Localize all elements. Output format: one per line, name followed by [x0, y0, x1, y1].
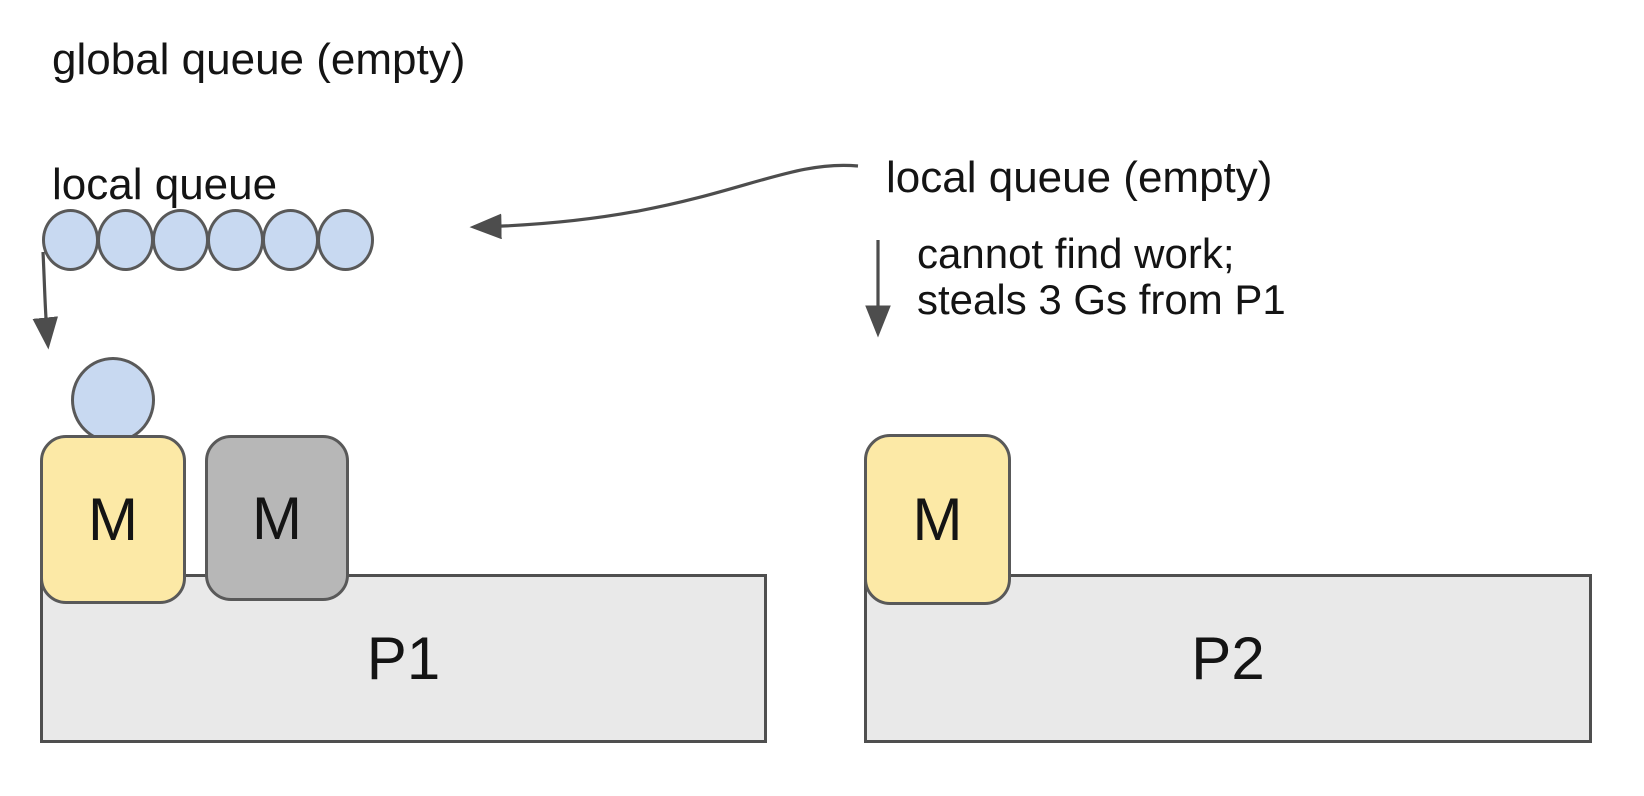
p1-local-queue-goroutines — [42, 209, 374, 271]
processor-p2: P2 — [864, 574, 1592, 743]
steal-annotation-line1: cannot find work; — [917, 230, 1235, 277]
goroutine-circle — [317, 209, 374, 271]
p2-machine-1: M — [864, 434, 1011, 605]
goroutine-circle — [262, 209, 319, 271]
goroutine-circle — [207, 209, 264, 271]
goroutine-circle — [97, 209, 154, 271]
steal-annotation: cannot find work; steals 3 Gs from P1 — [917, 231, 1286, 323]
steal-direction-arrow — [469, 163, 859, 240]
running-goroutine-circle — [71, 357, 155, 443]
p1-local-queue-label: local queue — [52, 160, 278, 209]
p1-machine-1: M — [40, 435, 186, 604]
goroutine-circle — [42, 209, 99, 271]
steal-annotation-line2: steals 3 Gs from P1 — [917, 276, 1286, 323]
p2-local-queue-label: local queue (empty) — [886, 153, 1273, 202]
goroutine-circle — [152, 209, 209, 271]
p1-machine-2: M — [205, 435, 349, 601]
global-queue-label: global queue (empty) — [52, 35, 466, 84]
